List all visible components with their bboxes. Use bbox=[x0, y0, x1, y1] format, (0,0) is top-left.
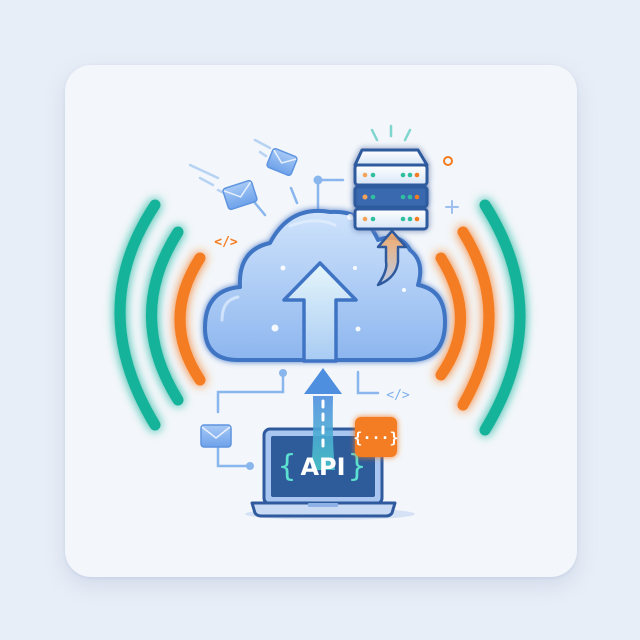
json-badge-label: {···} bbox=[353, 429, 398, 447]
signal-wave-right-icon bbox=[435, 199, 526, 436]
glow-rays bbox=[370, 124, 412, 142]
svg-text:}: } bbox=[347, 449, 366, 484]
api-text: API bbox=[300, 453, 345, 481]
json-badge-icon bbox=[355, 417, 397, 457]
api-upload-arrow-icon bbox=[304, 368, 342, 470]
upload-arrow-icon bbox=[282, 261, 358, 363]
server-status-lights bbox=[362, 172, 420, 222]
sparkle-ring-icon bbox=[443, 156, 453, 166]
sparkle-plus-icon bbox=[445, 200, 459, 214]
cloud-sparkles bbox=[271, 214, 406, 332]
connector-node bbox=[246, 462, 254, 470]
svg-text:{: { bbox=[277, 449, 296, 484]
api-label: { API } bbox=[277, 449, 366, 484]
envelope-icon bbox=[222, 179, 258, 211]
server-icon bbox=[353, 148, 429, 231]
code-tag-icon: </> bbox=[214, 235, 238, 250]
envelope-icon bbox=[266, 148, 298, 176]
connector-lines bbox=[216, 178, 380, 468]
signal-wave-left-icon bbox=[114, 199, 206, 431]
connector-node bbox=[313, 175, 323, 185]
code-tag-icon: </> bbox=[386, 388, 410, 403]
server-upload-arrow-icon bbox=[376, 229, 408, 287]
connector-node bbox=[279, 369, 287, 377]
envelope-icon bbox=[200, 424, 232, 448]
